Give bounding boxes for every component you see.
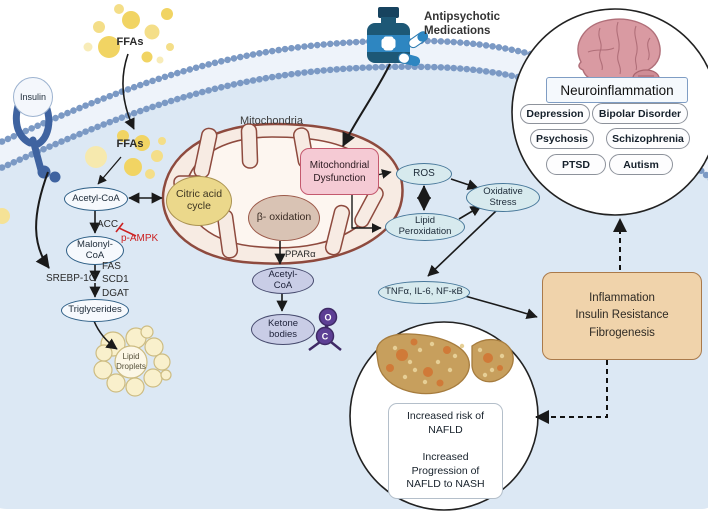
srebp1c-label: SREBP-1C (46, 273, 97, 284)
inflammation-box: Inflammation Insulin Resistance Fibrogen… (542, 272, 702, 360)
acc-label: ACC (97, 219, 119, 230)
disorder-pill-autism: Autism (609, 154, 673, 175)
citric-acid-cycle-node: Citric acid cycle (166, 176, 232, 226)
co2-molecule-icon: O C (308, 307, 342, 352)
insulin-badge: Insulin (13, 77, 53, 117)
cytokines-node: TNFα, IL-6, NF-κB (378, 281, 470, 304)
ffas-inner-label: FFAs (116, 138, 144, 150)
capsule-icon (398, 52, 421, 67)
ffa-cluster-top (83, 4, 174, 64)
acetyl-coa-mito-node: Acetyl- CoA (252, 267, 314, 294)
lipid-peroxidation-node: Lipid Peroxidation (385, 213, 465, 241)
disorder-pill-ptsd: PTSD (546, 154, 606, 175)
fas-label: FAS (102, 261, 121, 272)
capsule-icon (408, 31, 429, 49)
pparalpha-label: PPARα (285, 249, 316, 260)
inhibition-arrow (115, 222, 137, 237)
disorder-pill-depression: Depression (520, 104, 590, 124)
malonyl-coa-node: Malonyl- CoA (66, 236, 124, 265)
neuroinflammation-box: Neuroinflammation (546, 77, 688, 103)
dgat-label: DGAT (102, 288, 130, 299)
ffas-top-label: FFAs (116, 36, 144, 48)
triglycerides-node: Triglycerides (61, 299, 129, 322)
p-ampk-label: p-AMPK (121, 233, 159, 244)
acetyl-coa-node: Acetyl-CoA (64, 187, 128, 211)
molecule-o-label: O (324, 313, 331, 323)
ros-node: ROS (396, 163, 452, 185)
ffa-cluster-inner (0, 130, 166, 224)
medicine-bottle-icon (367, 7, 429, 67)
dashed-arrows (535, 218, 627, 424)
disorder-pill-bipolar: Bipolar Disorder (592, 103, 688, 124)
liver-outcome-box: Increased risk of NAFLD Increased Progre… (388, 403, 503, 499)
ketone-bodies-node: Ketone bodies (251, 314, 315, 345)
mitochondrial-dysfunction-box: Mitochondrial Dysfunction (300, 148, 379, 195)
beta-oxidation-node: β- oxidation (248, 195, 320, 241)
liver-icon (376, 333, 514, 395)
molecule-c-label: C (322, 332, 329, 342)
lipid-droplets-label: Lipid Droplets (116, 352, 146, 371)
mitochondria-label: Mitochondria (240, 115, 303, 127)
antipsychotic-medications-label: Antipsychotic Medications (424, 11, 501, 38)
disorder-pill-schizophrenia: Schizophrenia (606, 128, 690, 149)
scd1-label: SCD1 (102, 274, 129, 285)
disorder-pill-psychosis: Psychosis (530, 129, 594, 149)
oxidative-stress-node: Oxidative Stress (466, 183, 540, 212)
insulin-receptor (12, 102, 61, 183)
